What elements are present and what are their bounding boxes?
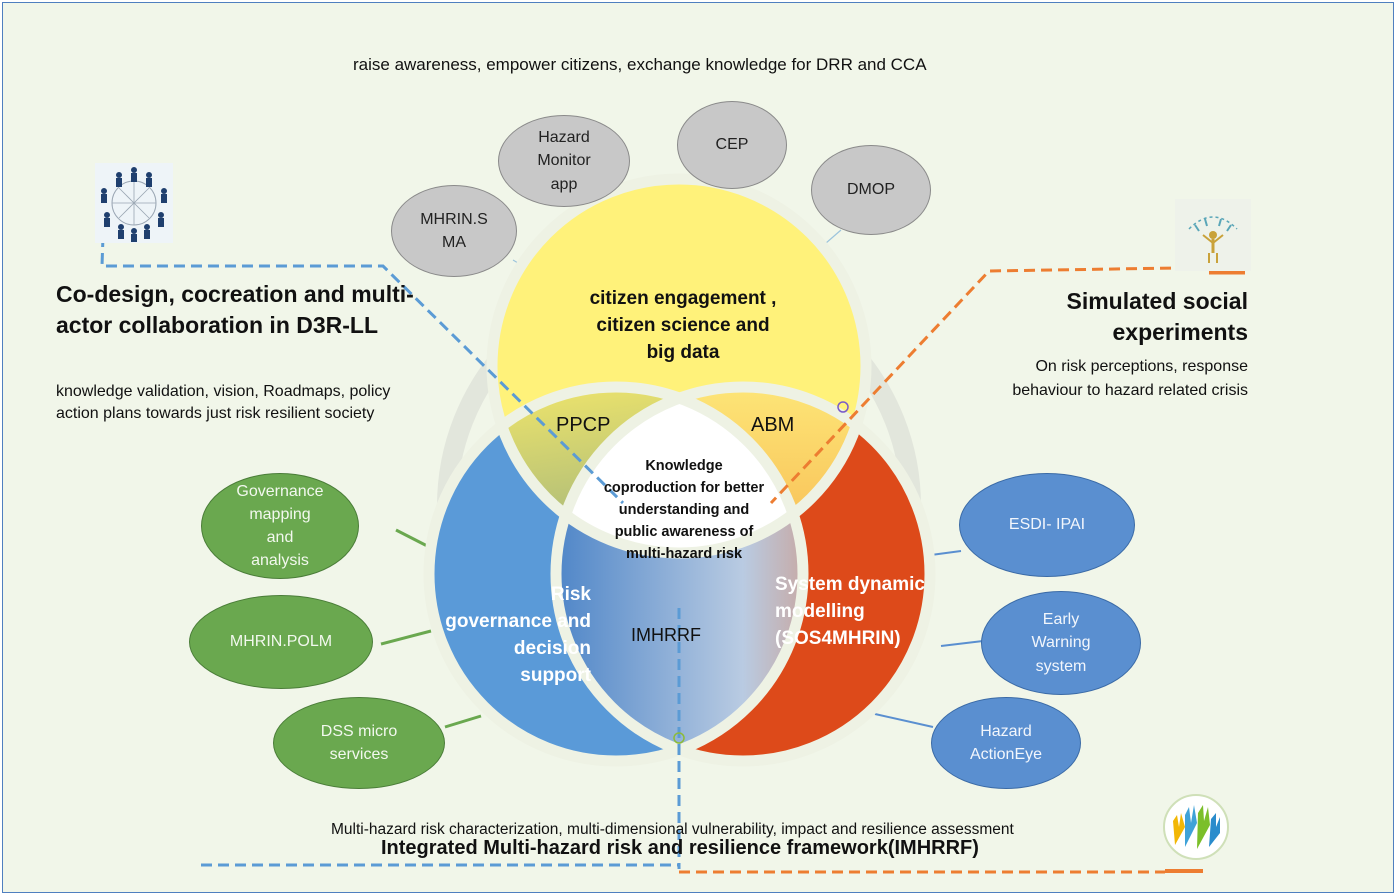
connector-line (874, 713, 934, 728)
tool-mhrin-sma[interactable]: MHRIN.S MA (391, 185, 517, 277)
top-circle-outline (486, 173, 872, 559)
tool-hazard-actioneye[interactable]: Hazard ActionEye (931, 697, 1081, 789)
connector-line (940, 640, 984, 647)
left-circle-outline (423, 381, 809, 767)
tool-cep[interactable]: CEP (677, 101, 787, 189)
tool-hazard-monitor-app[interactable]: Hazard Monitor app (498, 115, 630, 207)
top-caption: raise awareness, empower citizens, excha… (353, 55, 927, 74)
right-circle-label: System dynamic modelling (SOS4MHRIN) (775, 574, 925, 649)
right-section-title: Simulated social experiments (1066, 288, 1248, 345)
tool-governance-mapping[interactable]: Governance mapping and analysis (201, 473, 359, 579)
center-region (556, 387, 803, 553)
marker-dot (673, 732, 685, 744)
abm-label: ABM (751, 414, 795, 436)
connector-line (444, 714, 482, 729)
tool-early-warning-system[interactable]: Early Warning system (981, 591, 1141, 695)
left-section-description: knowledge validation, vision, Roadmaps, … (56, 383, 391, 422)
tool-dmop[interactable]: DMOP (811, 145, 931, 235)
bottom-title: Integrated Multi-hazard risk and resilie… (381, 837, 979, 859)
center-label: Knowledge coproduction for better unders… (603, 458, 765, 562)
dashed-line-left (100, 235, 625, 505)
bottom-caption: Multi-hazard risk characterization, mult… (331, 821, 1014, 838)
marker-dot (837, 401, 849, 413)
connector-line (930, 550, 962, 556)
imhrrf-label: IMHRRF (631, 625, 701, 645)
left-circle-label: Risk governance and decision support (445, 584, 591, 686)
ppcp-label: PPCP (556, 414, 611, 436)
left-section-title: Co-design, cocreation and multi-actor co… (56, 281, 414, 338)
raised-hands-icon (1163, 794, 1229, 860)
connector-line (380, 629, 432, 646)
right-section-description: On risk perceptions, response behaviour … (1012, 358, 1248, 399)
person-rain-icon (1175, 199, 1251, 271)
top-circle-label: citizen engagement , citizen science and… (589, 288, 777, 363)
dashed-line-right (769, 265, 1240, 505)
tool-mhrin-polm[interactable]: MHRIN.POLM (189, 595, 373, 689)
tool-dss-micro-services[interactable]: DSS micro services (273, 697, 445, 789)
venn-diagram (95, 163, 1251, 874)
network-people-icon (95, 163, 173, 243)
tool-esdi-ipai[interactable]: ESDI- IPAI (959, 473, 1135, 577)
right-circle-outline (550, 381, 936, 767)
